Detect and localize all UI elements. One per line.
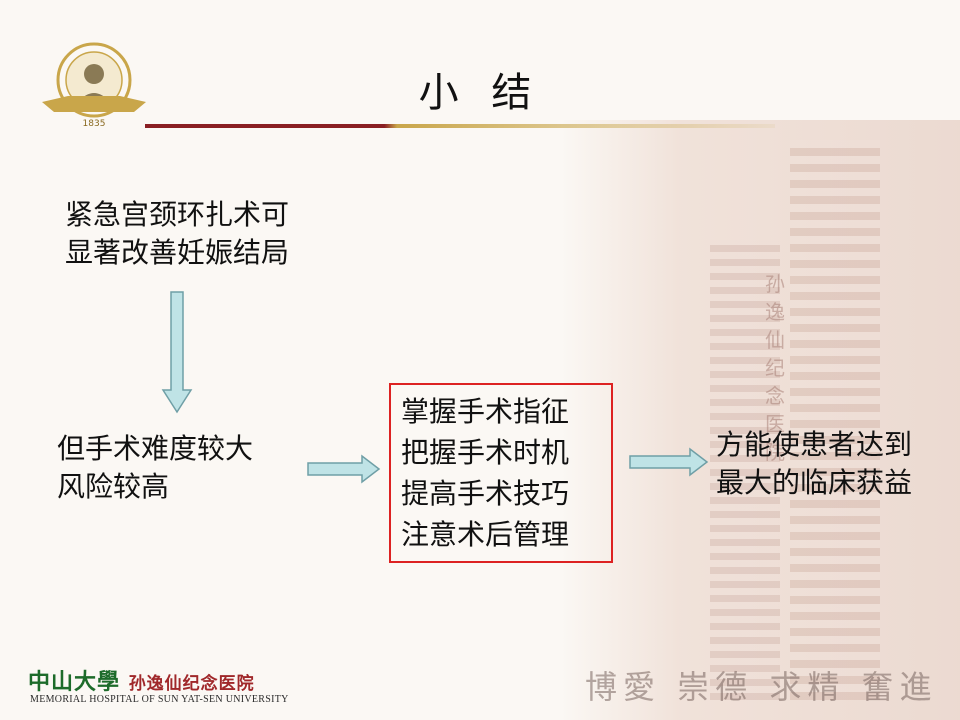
measure-item-3: 提高手术技巧 bbox=[401, 477, 570, 510]
title-divider bbox=[145, 124, 775, 128]
node-outcome-line-2: 最大的临床获益 bbox=[716, 466, 913, 499]
node-start: 紧急宫颈环扎术可 显著改善妊娠结局 bbox=[65, 196, 289, 272]
node-outcome: 方能使患者达到 最大的临床获益 bbox=[716, 426, 912, 502]
node-outcome-line-1: 方能使患者达到 bbox=[716, 428, 913, 461]
node-start-line-2: 显著改善妊娠结局 bbox=[65, 236, 290, 269]
building-sign: 孙逸仙纪念医院 bbox=[765, 272, 785, 464]
background-building: 孙逸仙纪念医院 bbox=[560, 120, 960, 720]
node-risk-line-2: 风险较高 bbox=[57, 470, 170, 503]
hospital-motto: 博愛 崇德 求精 奮進 bbox=[585, 668, 938, 706]
footer-hospital-name: 中山大學 孙逸仙纪念医院 bbox=[28, 664, 255, 696]
arrow-down bbox=[161, 291, 193, 414]
measure-item-4: 注意术后管理 bbox=[401, 518, 570, 551]
arrow-right-2 bbox=[629, 447, 709, 477]
hospital-name-cn: 孙逸仙纪念医院 bbox=[128, 674, 255, 694]
logo-year: 1835 bbox=[83, 119, 106, 129]
node-measures: 掌握手术指征 把握手术时机 提高手术技巧 注意术后管理 bbox=[389, 383, 613, 563]
slide-title: 小 结 bbox=[418, 70, 542, 116]
node-risk: 但手术难度较大 风险较高 bbox=[57, 430, 253, 506]
arrow-right-1 bbox=[307, 454, 381, 484]
measure-item-2: 把握手术时机 bbox=[401, 436, 570, 469]
node-risk-line-1: 但手术难度较大 bbox=[57, 432, 254, 465]
hospital-name-en: MEMORIAL HOSPITAL OF SUN YAT-SEN UNIVERS… bbox=[30, 694, 289, 705]
hospital-logo: 1835 bbox=[42, 42, 146, 129]
university-name-cn: 中山大學 bbox=[28, 669, 121, 695]
node-start-line-1: 紧急宫颈环扎术可 bbox=[65, 198, 290, 231]
measure-item-1: 掌握手术指征 bbox=[401, 395, 570, 428]
